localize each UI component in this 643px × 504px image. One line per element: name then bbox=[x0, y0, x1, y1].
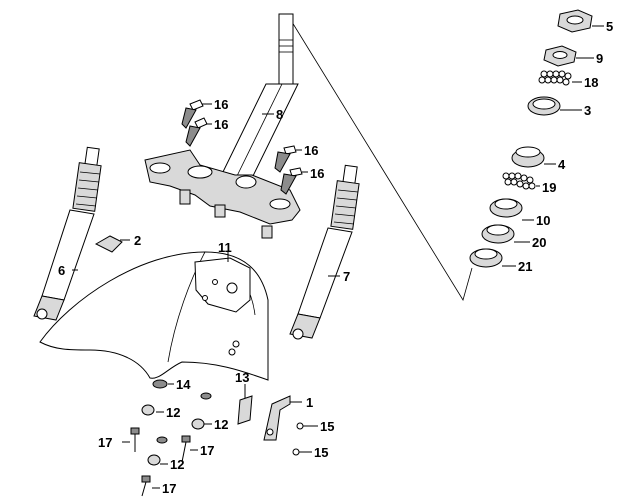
label-part-12-top: 12 bbox=[166, 405, 180, 420]
bolt-17-left bbox=[122, 427, 140, 452]
label-part-13: 13 bbox=[235, 370, 249, 385]
label-part-3: 3 bbox=[584, 103, 591, 118]
label-part-6: 6 bbox=[58, 263, 65, 278]
dust-seal-21 bbox=[469, 248, 516, 268]
bolt-16-upper-right bbox=[274, 145, 302, 173]
label-part-18: 18 bbox=[584, 75, 598, 90]
bolt-16-lower-left bbox=[185, 117, 212, 147]
label-part-2: 2 bbox=[134, 233, 141, 248]
label-part-1: 1 bbox=[306, 395, 313, 410]
collar-12-bottom bbox=[147, 454, 168, 466]
fork-leg-left bbox=[33, 146, 102, 321]
screw-15-lower bbox=[292, 448, 312, 456]
label-part-16-upper-right: 16 bbox=[304, 143, 318, 158]
bracket-1 bbox=[263, 395, 302, 441]
assembly-guide-line bbox=[291, 21, 473, 301]
fork-leg-right bbox=[289, 164, 360, 340]
lower-triple-clamp bbox=[144, 149, 301, 239]
bolt-16-lower-right bbox=[280, 167, 308, 195]
bolt-17-middle bbox=[181, 435, 198, 463]
collar-12-middle bbox=[191, 418, 212, 430]
bolt-17-bottom bbox=[141, 475, 160, 497]
label-part-14: 14 bbox=[176, 377, 191, 392]
label-part-4: 4 bbox=[558, 157, 566, 172]
label-part-5: 5 bbox=[606, 19, 613, 34]
washer-14 bbox=[152, 379, 174, 389]
bolt-16-upper-left bbox=[181, 99, 212, 129]
locknut-5 bbox=[557, 9, 604, 33]
washer-small-right bbox=[200, 392, 212, 400]
bearing-race-10 bbox=[489, 198, 534, 221]
label-part-7: 7 bbox=[343, 269, 350, 284]
label-part-9: 9 bbox=[596, 51, 603, 66]
ball-bearings-19 bbox=[502, 172, 540, 190]
label-part-11: 11 bbox=[218, 240, 232, 255]
label-part-16-lower-right: 16 bbox=[310, 166, 324, 181]
label-part-17-left: 17 bbox=[98, 435, 112, 450]
label-part-16-upper-left: 16 bbox=[214, 97, 228, 112]
label-part-15-lower: 15 bbox=[314, 445, 328, 460]
label-part-15-upper: 15 bbox=[320, 419, 334, 434]
washer-lower-middle bbox=[156, 436, 168, 444]
clip-13 bbox=[237, 384, 253, 425]
small-bracket-2 bbox=[94, 235, 130, 253]
label-part-12-middle: 12 bbox=[214, 417, 228, 432]
front-fender bbox=[39, 251, 269, 381]
bearing-race-20 bbox=[481, 224, 530, 244]
label-part-17-middle: 17 bbox=[200, 443, 214, 458]
ball-bearings-18 bbox=[538, 70, 582, 86]
label-part-10: 10 bbox=[536, 213, 550, 228]
label-part-8: 8 bbox=[276, 107, 283, 122]
screw-15-upper bbox=[296, 422, 318, 430]
nut-9 bbox=[543, 45, 594, 67]
label-part-16-lower-left: 16 bbox=[214, 117, 228, 132]
label-part-20: 20 bbox=[532, 235, 546, 250]
label-part-21: 21 bbox=[518, 259, 532, 274]
collar-12-top bbox=[141, 404, 164, 416]
label-part-17-bottom: 17 bbox=[162, 481, 176, 496]
bearing-cone-4 bbox=[511, 146, 556, 168]
label-part-19: 19 bbox=[542, 180, 556, 195]
bearing-race-3 bbox=[527, 96, 582, 116]
label-part-12-bottom: 12 bbox=[170, 457, 184, 472]
leader-lines bbox=[72, 113, 340, 277]
